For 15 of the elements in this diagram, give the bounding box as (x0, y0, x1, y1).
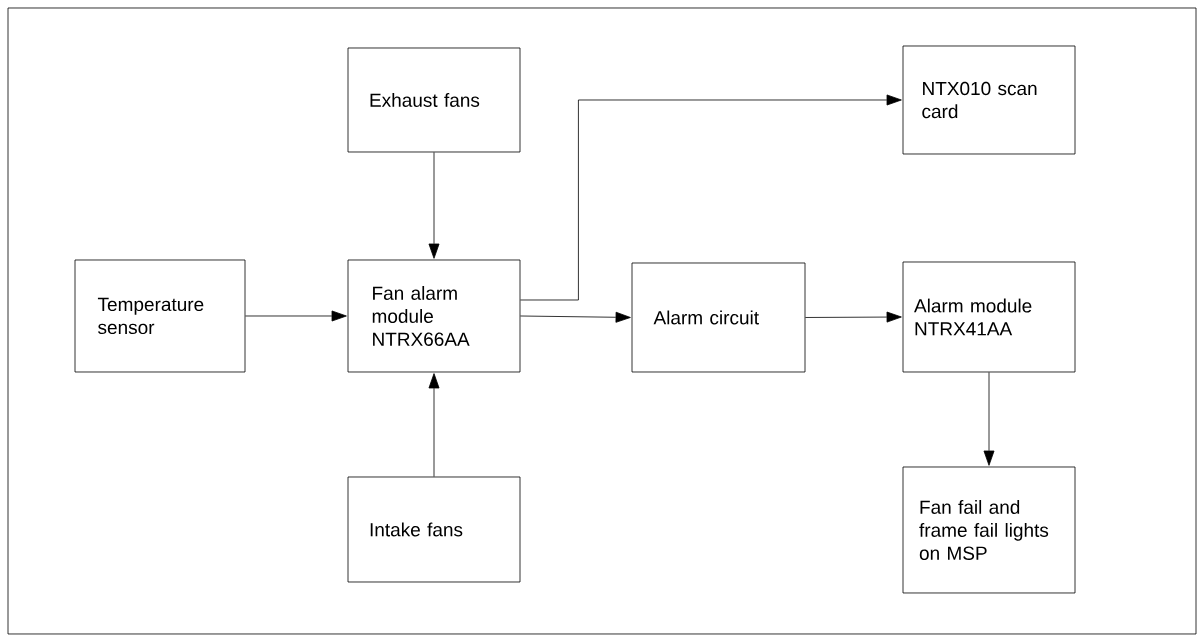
process-box: Temperature sensor (74, 259, 246, 373)
process-box: Fan alarm module NTRX66AA (347, 259, 521, 373)
process-box: Alarm module NTRX41AA (902, 261, 1076, 373)
process-box: NTX010 scan card (902, 45, 1076, 155)
arrow (428, 373, 440, 477)
arrow (805, 311, 902, 323)
arrow (428, 152, 440, 259)
process-box: Alarm circuit (631, 262, 806, 373)
process-box: Fan fail and frame fail lights on MSP (902, 466, 1076, 594)
arrow (520, 311, 631, 323)
process-box: Intake fans (347, 476, 521, 583)
process-box: Exhaust fans (347, 47, 521, 153)
arrow (520, 94, 902, 301)
arrow (245, 310, 347, 322)
arrow (983, 372, 995, 466)
